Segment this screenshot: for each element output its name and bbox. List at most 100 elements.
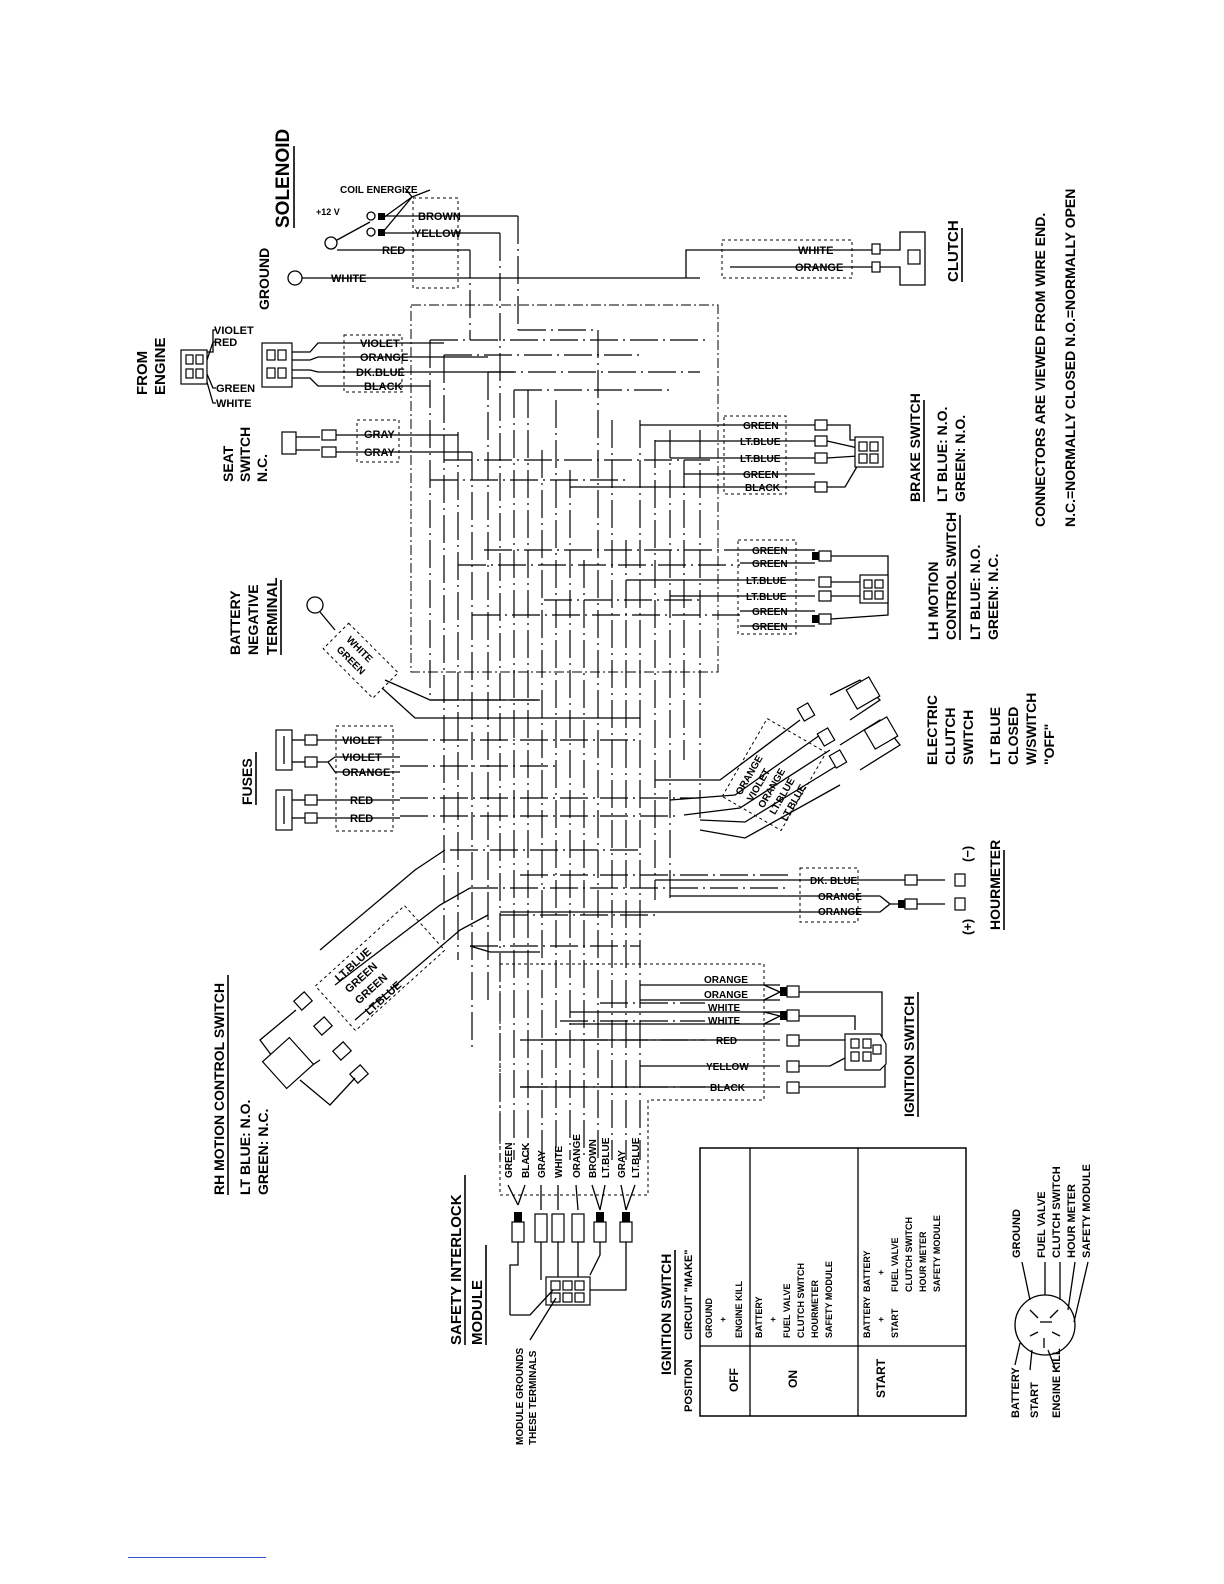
key-clutch-switch: CLUTCH SWITCH bbox=[1051, 1166, 1063, 1258]
plus12-label: +12 V bbox=[316, 207, 340, 217]
solenoid-wire-red: RED bbox=[382, 245, 405, 257]
ign-row-off-position: OFF bbox=[727, 1368, 741, 1392]
brake-spec-1: LT BLUE: N.O. bbox=[934, 407, 950, 502]
engine-wire-violet: VIOLET bbox=[360, 338, 400, 350]
ignition-switch: ORANGE ORANGE WHITE WHITE RED YELLOW BLA… bbox=[499, 963, 919, 1196]
hm-wire-orange-2: ORANGE bbox=[818, 907, 862, 918]
key-hour-meter: HOUR METER bbox=[1066, 1184, 1078, 1258]
clutch-wire-white: WHITE bbox=[798, 245, 833, 257]
ign-row-on-c3: FUEL VALVE bbox=[782, 1283, 792, 1338]
safety-interlock-module: GREEN BLACK GRAY WHITE ORANGE BROWN LT.B… bbox=[448, 1134, 642, 1445]
clutch-title: CLUTCH bbox=[945, 220, 962, 282]
hm-wire-dkblue: DK. BLUE bbox=[810, 876, 858, 887]
ign-row-start-b5: HOUR METER bbox=[918, 1231, 928, 1292]
clutch-wire-orange: ORANGE bbox=[795, 262, 843, 274]
brake-switch: GREEN LT.BLUE LT.BLUE GREEN BLACK BRAKE … bbox=[570, 393, 968, 502]
sm-wire-gray-2: GRAY bbox=[617, 1150, 628, 1178]
battery-negative: BATTERY NEGATIVE TERMINAL WHITE GREEN bbox=[227, 578, 640, 719]
hourmeter-terminal-minus-icon bbox=[954, 873, 966, 887]
hourmeter-terminal-plus-icon bbox=[954, 897, 966, 911]
engine-pin-green: GREEN bbox=[216, 383, 255, 395]
solenoid-wire-yellow: YELLOW bbox=[414, 228, 462, 240]
fuse-wire-red-1: RED bbox=[350, 795, 373, 807]
key-safety-module: SAFETY MODULE bbox=[1081, 1164, 1093, 1258]
solenoid-title: SOLENOID bbox=[273, 129, 294, 228]
ign-row-off-c1: GROUND bbox=[704, 1298, 714, 1338]
ign-row-start-b3: FUEL VALVE bbox=[890, 1237, 900, 1292]
ign-row-start-a3: START bbox=[890, 1308, 900, 1338]
hourmeter-title: HOURMETER bbox=[987, 840, 1003, 930]
ign-row-start-b4: CLUTCH SWITCH bbox=[904, 1217, 914, 1292]
key-battery: BATTERY bbox=[1010, 1367, 1022, 1418]
ign-row-on-position: ON bbox=[786, 1370, 800, 1388]
fuse-wire-violet-2: VIOLET bbox=[342, 752, 382, 764]
rh-spec-2: GREEN: N.C. bbox=[255, 1109, 271, 1195]
sm-wire-orange: ORANGE bbox=[572, 1134, 583, 1178]
seat-switch-title1: SEAT bbox=[220, 445, 236, 482]
fuse-wire-violet-1: VIOLET bbox=[342, 735, 382, 747]
coil-energize-label: COIL ENERGIZE bbox=[340, 185, 418, 196]
ign-row-on-c1: BATTERY bbox=[754, 1297, 764, 1339]
battery-title2: NEGATIVE bbox=[245, 584, 261, 655]
engine-pin-red: RED bbox=[214, 337, 237, 349]
battery-title1: BATTERY bbox=[227, 590, 243, 655]
ec-title3: SWITCH bbox=[960, 710, 976, 765]
seat-switch-connector-icon bbox=[281, 431, 297, 455]
brake-wire-green-2: GREEN bbox=[743, 470, 779, 481]
ign-row-start-a2: + bbox=[876, 1317, 886, 1322]
ign-row-on-c5: HOURMETER bbox=[810, 1280, 820, 1338]
ign-table-col-circuit: CIRCUIT "MAKE" bbox=[683, 1250, 695, 1340]
footer-rule bbox=[128, 1557, 266, 1558]
key-engine-kill: ENGINE KILL bbox=[1051, 1348, 1063, 1418]
ign-wire-white-1: WHITE bbox=[708, 1003, 741, 1014]
rh-spec-1: LT BLUE: N.O. bbox=[237, 1100, 253, 1195]
battery-title3: TERMINAL bbox=[264, 578, 281, 656]
engine-pin-white: WHITE bbox=[216, 398, 251, 410]
ign-row-start-a1: BATTERY bbox=[862, 1297, 872, 1339]
fuse-wire-orange: ORANGE bbox=[342, 767, 390, 779]
ign-row-on-c2: + bbox=[768, 1317, 778, 1322]
rh-switch-connector-icon bbox=[261, 1036, 315, 1090]
sm-title1: SAFETY INTERLOCK bbox=[448, 1194, 465, 1345]
fuses-title: FUSES bbox=[239, 758, 255, 805]
ec-spec1: LT BLUE bbox=[987, 707, 1003, 765]
brake-wire-ltblue-1: LT.BLUE bbox=[740, 437, 781, 448]
engine-wire-black: BLACK bbox=[364, 381, 403, 393]
solenoid-wire-white: WHITE bbox=[331, 273, 366, 285]
rh-title: RH MOTION CONTROL SWITCH bbox=[211, 983, 227, 1195]
note-line1: CONNECTORS ARE VIEWED FROM WIRE END. bbox=[1032, 213, 1048, 527]
sm-wire-black: BLACK bbox=[521, 1142, 532, 1178]
sm-wire-green: GREEN bbox=[504, 1142, 515, 1178]
lh-wire-green-1: GREEN bbox=[752, 546, 788, 557]
ign-wire-black: BLACK bbox=[710, 1083, 746, 1094]
ign-row-off-c3: ENGINE KILL bbox=[734, 1280, 744, 1338]
ignition-key-diagram: BATTERY START ENGINE KILL GROUND FUEL VA… bbox=[1010, 1164, 1093, 1418]
note-line2: N.C.=NORMALLY CLOSED N.O.=NORMALLY OPEN bbox=[1062, 189, 1078, 527]
key-start: START bbox=[1029, 1382, 1041, 1418]
engine-pin-violet: VIOLET bbox=[214, 325, 254, 337]
key-ground: GROUND bbox=[1011, 1209, 1023, 1258]
ign-row-start-position: START bbox=[874, 1358, 888, 1398]
ground-label: GROUND bbox=[256, 248, 272, 310]
seat-wire-gray-1: GRAY bbox=[364, 429, 395, 441]
hm-plus: (+) bbox=[960, 919, 975, 935]
ign-row-start-b1: BATTERY bbox=[862, 1251, 872, 1293]
ec-connector-1-icon bbox=[845, 676, 881, 710]
sm-wire-brown: BROWN bbox=[588, 1139, 599, 1178]
clutch: WHITE ORANGE CLUTCH bbox=[685, 220, 963, 286]
lh-wire-ltblue-2: LT.BLUE bbox=[746, 592, 787, 603]
ign-row-start-b2: + bbox=[876, 1270, 886, 1275]
seat-switch: SEAT SWITCH N.C. GRAY GRAY bbox=[220, 419, 472, 482]
ign-wire-yellow: YELLOW bbox=[706, 1062, 749, 1073]
clutch-connector-icon bbox=[907, 249, 921, 265]
from-engine-title1: FROM bbox=[134, 351, 151, 395]
lh-title1: LH MOTION bbox=[925, 561, 941, 640]
ec-spec3: W/SWITCH bbox=[1023, 693, 1039, 765]
ec-title1: ELECTRIC bbox=[924, 695, 940, 765]
ign-row-on-c4: CLUTCH SWITCH bbox=[796, 1263, 806, 1338]
ignition-key-face-icon bbox=[1014, 1294, 1076, 1356]
fuse-wire-red-2: RED bbox=[350, 813, 373, 825]
ign-table-col-position: POSITION bbox=[683, 1359, 695, 1412]
ec-spec4: "OFF" bbox=[1041, 724, 1057, 765]
